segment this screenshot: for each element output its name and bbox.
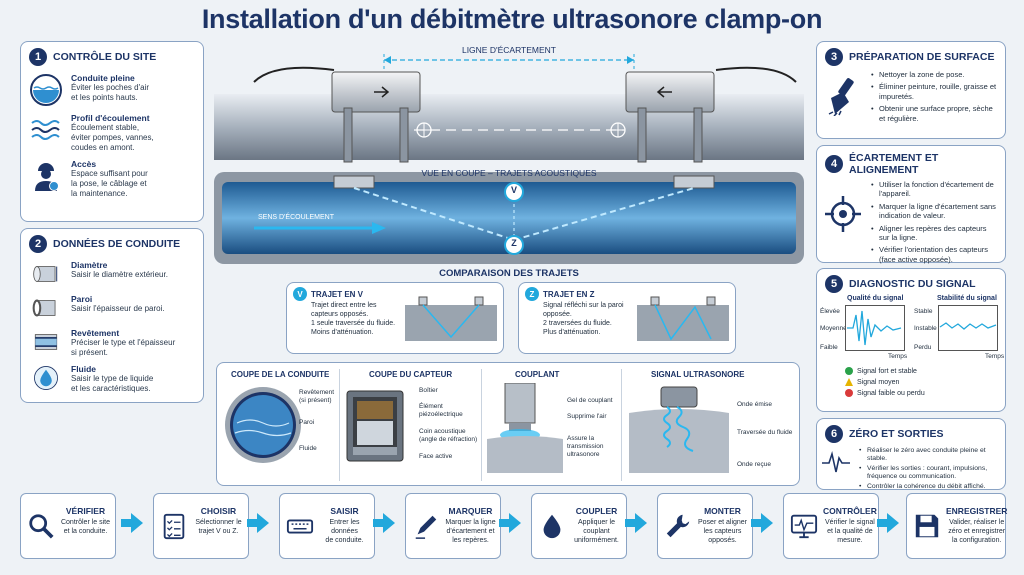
- checklist-icon: [163, 513, 185, 540]
- signal-pulse-icon: [822, 451, 850, 473]
- flow-wave-icon: [31, 120, 60, 140]
- flow-arrow: [877, 513, 899, 533]
- page-title: Installation d'un débitmètre ultrasonore…: [201, 4, 823, 34]
- panel-title: PRÉPARATION DE SURFACE: [849, 51, 995, 63]
- stability-chart: [938, 305, 998, 351]
- flow-arrow: [121, 513, 143, 533]
- pen-icon: [415, 515, 437, 539]
- spacing-bullets: Utiliser la fonction d'écartement de l'a…: [863, 180, 1005, 267]
- step-number: 6: [825, 425, 843, 443]
- pipe-top-svg: [214, 54, 804, 163]
- lining-icon: [34, 334, 58, 350]
- surface-panel: 3 PRÉPARATION DE SURFACE Nettoyer la zone…: [816, 41, 1006, 139]
- comparison-title: COMPARAISON DES TRAJETS: [439, 268, 579, 279]
- section-view: VUE EN COUPE – TRAJETS ACOUSTIQUES SENS …: [214, 168, 804, 268]
- monitor-icon: [790, 514, 818, 539]
- flow-arrow: [625, 513, 647, 533]
- error-icon: [845, 389, 853, 397]
- step-number: 1: [29, 48, 47, 66]
- step-number: 5: [825, 275, 843, 293]
- flow-direction-label: SENS D'ÉCOULEMENT: [258, 214, 335, 221]
- pipe-top-view: LIGNE D'ÉCARTEMENT: [214, 42, 804, 166]
- v-path-marker: V: [510, 185, 517, 195]
- spacing-line-label: LIGNE D'ÉCARTEMENT: [461, 45, 557, 55]
- brush-icon: [828, 78, 854, 116]
- step-number: 2: [29, 235, 47, 253]
- flow-arrow: [247, 513, 269, 533]
- details-panel: COUPE DE LA CONDUITE Revêtement (si prés…: [216, 362, 800, 486]
- panel-title: DIAGNOSTIC DU SIGNAL: [849, 278, 976, 290]
- section-view-label: VUE EN COUPE – TRAJETS ACOUSTIQUES: [421, 168, 597, 178]
- wrench-icon: [666, 514, 690, 538]
- worker-icon: [35, 163, 59, 191]
- step-number: 4: [825, 155, 843, 173]
- v-badge: V: [293, 287, 307, 301]
- zero-bullets: Réaliser le zéro avec conduite pleine et…: [851, 447, 1005, 492]
- diameter-icon: [33, 266, 58, 282]
- step-number: 3: [825, 48, 843, 66]
- couplant-diagram: [487, 383, 563, 473]
- target-icon: [825, 196, 861, 232]
- flow-arrow: [373, 513, 395, 533]
- spacing-panel: 4 ÉCARTEMENT ET ALIGNEMENT Utiliser la fo…: [816, 145, 1006, 264]
- floppy-icon: [915, 514, 939, 538]
- panel-title: ÉCARTEMENT ET ALIGNEMENT: [849, 152, 939, 176]
- check-icon: [845, 367, 853, 375]
- keyboard-icon: [286, 519, 314, 534]
- z-path-marker: Z: [511, 238, 517, 248]
- section-svg: [214, 172, 804, 264]
- surface-bullets: Nettoyer la zone de pose. Éliminer peint…: [863, 70, 1005, 126]
- pipe-section-diagram: [225, 387, 301, 463]
- panel-title: ZÉRO ET SORTIES: [849, 428, 944, 440]
- v-path-diagram: [405, 296, 497, 341]
- drop-icon: [34, 366, 58, 390]
- panel-title: DONNÉES DE CONDUITE: [53, 238, 181, 250]
- sensor-section-diagram: [346, 390, 404, 462]
- pipe-full-icon: [30, 74, 62, 106]
- wall-icon: [32, 299, 56, 317]
- panel-title: CONTRÔLE DU SITE: [53, 51, 157, 63]
- flow-arrow: [499, 513, 521, 533]
- z-badge: Z: [525, 287, 539, 301]
- quality-chart: [845, 305, 905, 351]
- magnifier-icon: [29, 514, 54, 539]
- ultrasonic-signal-diagram: [629, 386, 729, 473]
- z-path-box: Z TRAJET EN Z Signal réfléchi sur la par…: [518, 282, 736, 354]
- z-path-diagram: [637, 296, 729, 341]
- drop-icon: [543, 514, 561, 539]
- warning-icon: [845, 378, 853, 386]
- zero-panel: 6 ZÉRO ET SORTIES Réaliser le zéro avec c…: [816, 418, 1006, 492]
- flow-arrow: [751, 513, 773, 533]
